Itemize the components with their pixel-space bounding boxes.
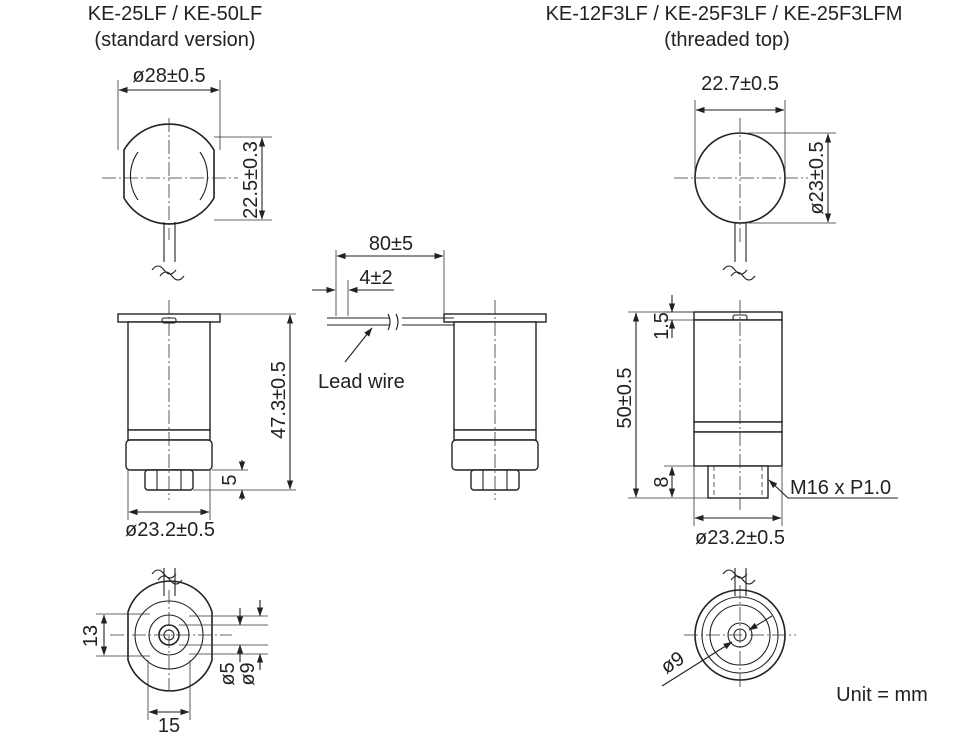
right-thread-spec-label: M16 x P1.0 — [790, 477, 891, 499]
left-body-diameter-label: ø23.2±0.5 — [125, 519, 215, 541]
wire-length-label: 80±5 — [369, 233, 413, 255]
left-bottom-height-label: 13 — [80, 625, 102, 647]
right-head-diameter-label: ø23±0.5 — [806, 141, 828, 214]
right-model-title: KE-12F3LF / KE-25F3LF / KE-25F3LFM — [546, 3, 903, 25]
left-model-title: KE-25LF / KE-50LF — [88, 3, 263, 25]
right-head-width-label: 22.7±0.5 — [701, 73, 779, 95]
right-bottom-view — [661, 568, 796, 690]
right-side-view — [628, 295, 898, 526]
left-head-height-label: 22.5±0.3 — [240, 141, 262, 219]
unit-label: Unit = mm — [836, 684, 928, 706]
left-head-diameter-label: ø28±0.5 — [132, 65, 205, 87]
left-bottom-width-label: 15 — [158, 715, 180, 737]
left-bottom-d9-label: ø9 — [237, 662, 259, 685]
right-version-title: (threaded top) — [664, 29, 790, 51]
left-bottom-view — [96, 568, 268, 720]
left-top-view — [102, 80, 272, 281]
left-side-view — [117, 300, 296, 520]
right-bottom-d9-label: ø9 — [657, 647, 689, 678]
wire-strip-label: 4±2 — [359, 267, 392, 289]
left-bottom-d5-label: ø5 — [217, 662, 239, 685]
left-body-length-label: 47.3±0.5 — [268, 361, 290, 439]
right-thread-length-label: 8 — [651, 476, 673, 487]
left-version-title: (standard version) — [94, 29, 255, 51]
left-nut-height-label: 5 — [219, 474, 241, 485]
right-top-view — [674, 100, 836, 281]
right-body-length-label: 50±0.5 — [614, 367, 636, 428]
lead-wire-view — [312, 250, 547, 500]
right-body-diameter-label: ø23.2±0.5 — [695, 527, 785, 549]
right-flange-label: 1.5 — [651, 312, 673, 340]
lead-wire-label: Lead wire — [318, 371, 405, 393]
